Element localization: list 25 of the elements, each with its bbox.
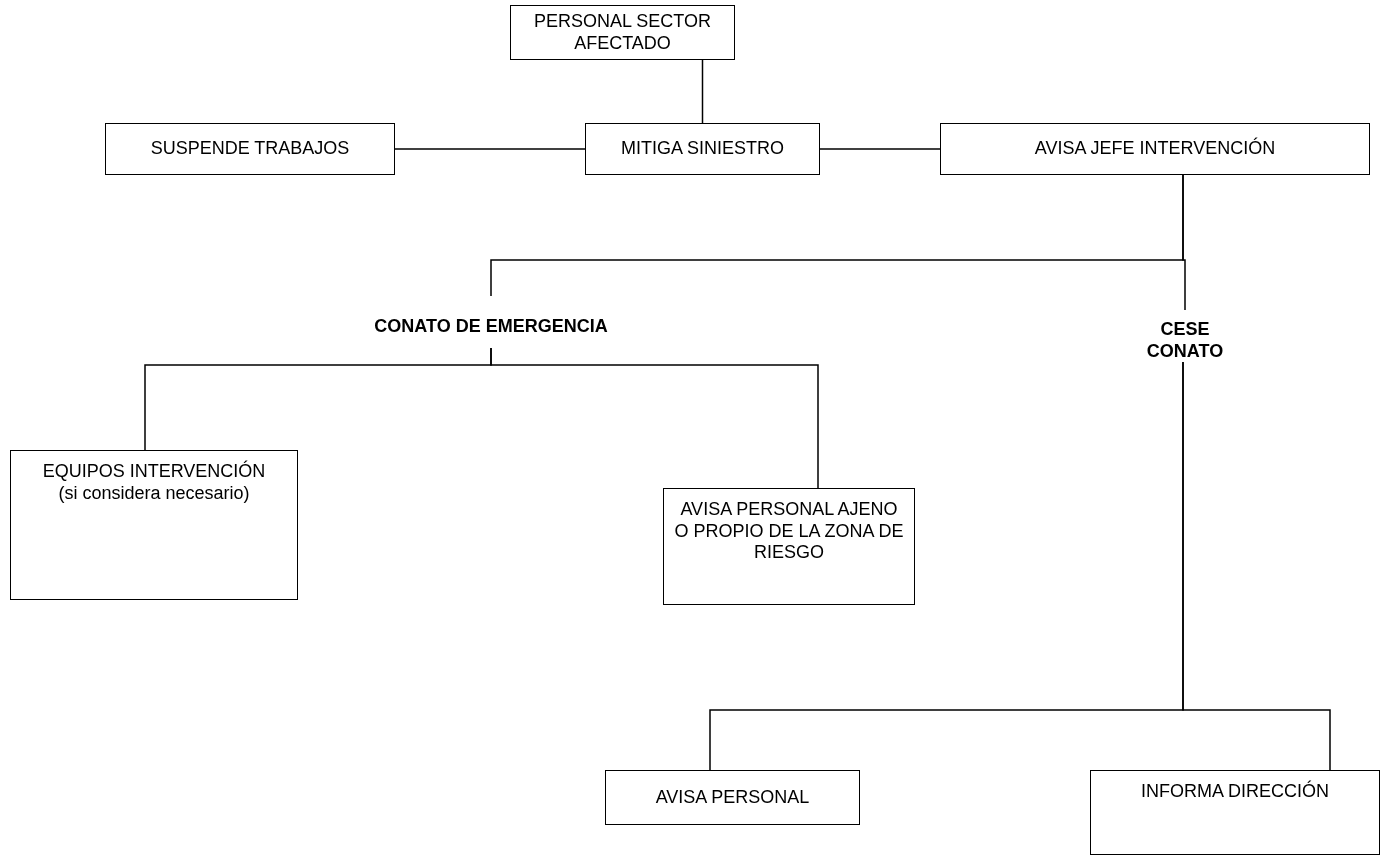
box-label: MITIGA SINIESTRO	[621, 138, 784, 160]
process-box	[663, 488, 915, 605]
process-box	[1090, 770, 1380, 855]
connector-line	[819, 148, 941, 150]
box-label: AVISA PERSONAL	[655, 786, 810, 809]
connector-line	[1182, 361, 1331, 771]
box-label: PERSONAL SECTOR AFECTADO	[532, 10, 712, 55]
box-label: AVISA JEFE INTERVENCIÓN	[1034, 138, 1276, 160]
process-box	[105, 123, 395, 175]
process-box	[10, 450, 298, 600]
box-label: AVISA PERSONAL AJENO O PROPIO DE LA ZONA DE RIESGO	[673, 499, 905, 564]
box-label: (si considera necesario)	[58, 482, 250, 505]
connector-line	[701, 59, 704, 124]
connector-line	[490, 347, 819, 489]
box-label: CONATO DE EMERGENCIA	[374, 316, 608, 338]
box-label: SUSPENDE TRABAJOS	[150, 138, 350, 160]
box-label: EQUIPOS INTERVENCIÓN	[42, 461, 266, 483]
process-box	[940, 123, 1370, 175]
process-box	[605, 770, 860, 825]
process-box	[585, 123, 820, 175]
box-label: CESE CONATO	[1145, 319, 1225, 363]
connector-line	[394, 148, 586, 150]
box-label: INFORMA DIRECCIÓN	[1141, 781, 1329, 803]
connector-line	[1182, 174, 1186, 311]
process-box	[510, 5, 735, 60]
